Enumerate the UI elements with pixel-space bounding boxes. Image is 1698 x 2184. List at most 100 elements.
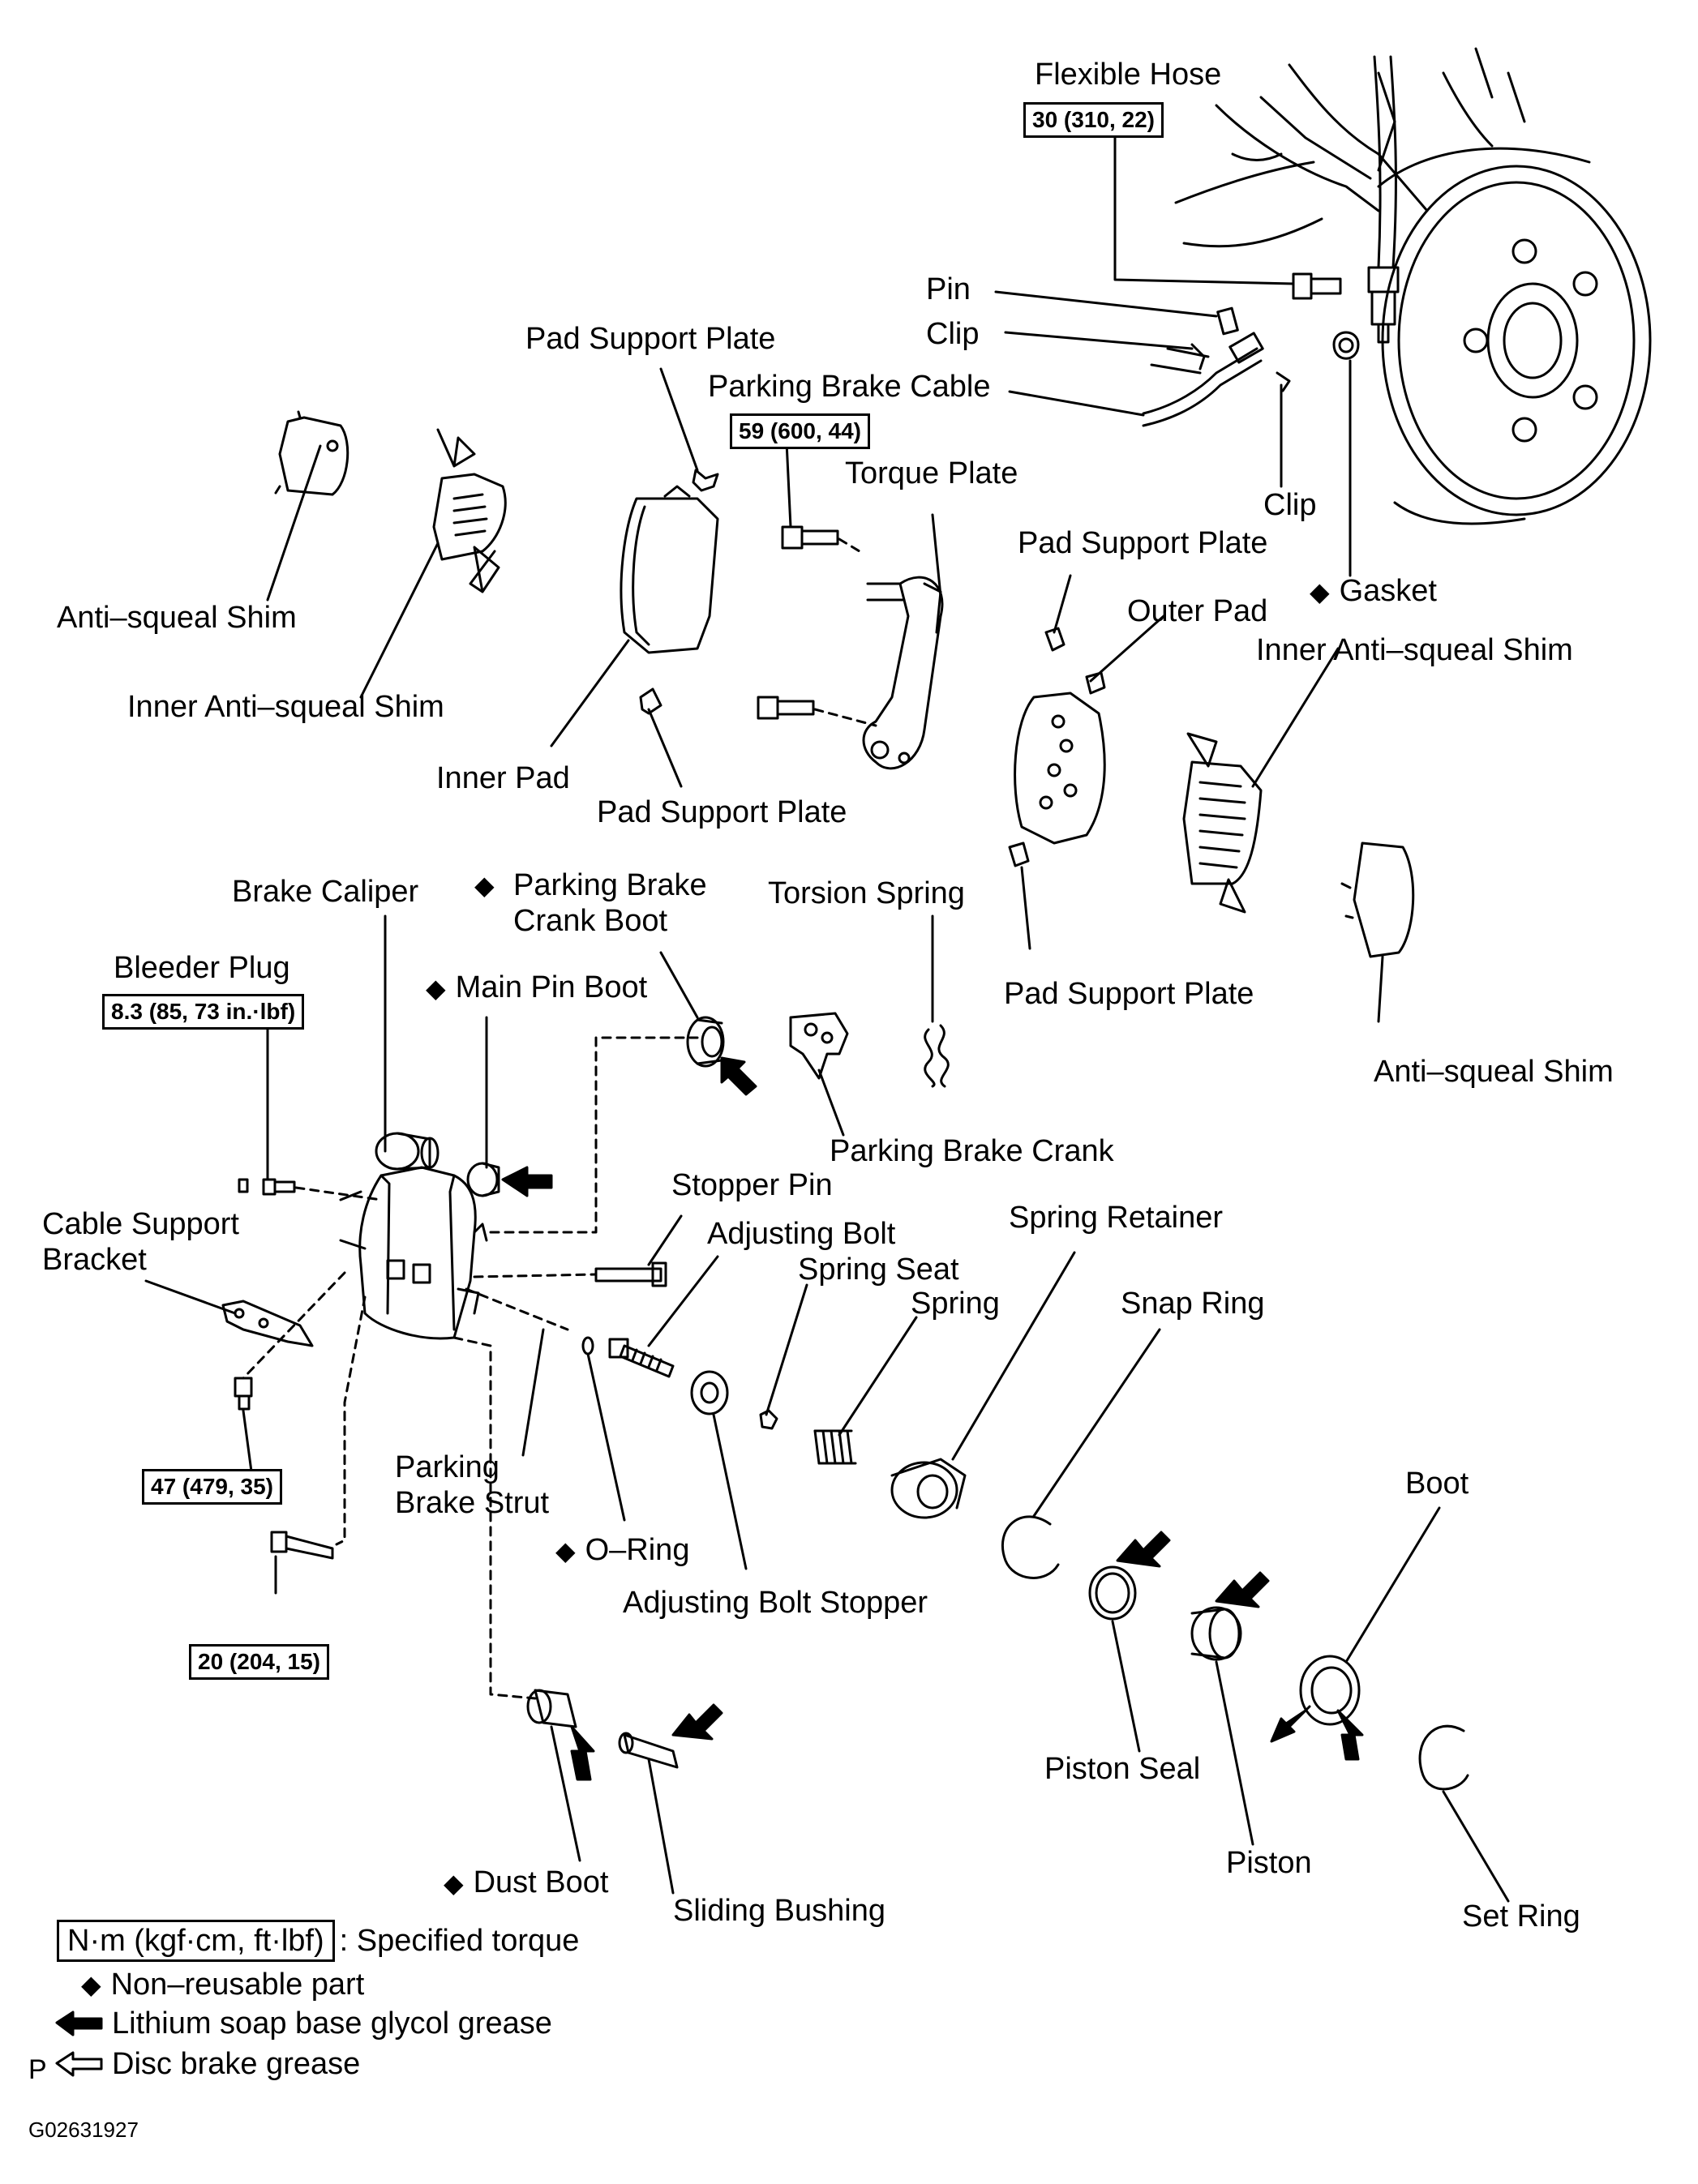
legend-lithium-text: Lithium soap base glycol grease <box>112 2006 552 2041</box>
stopper-pin-part <box>594 1261 667 1287</box>
union-bolt <box>1292 272 1342 300</box>
label-piston: Piston <box>1226 1846 1312 1880</box>
figure-code: G02631927 <box>28 2118 139 2142</box>
label-dust-boot: ◆ Dust Boot <box>444 1865 608 1901</box>
torque-flexible-hose: 30 (310, 22) <box>1023 102 1164 138</box>
disc-rotor <box>1377 147 1652 525</box>
inner-anti-squeal-shim-left-part <box>432 428 507 593</box>
label-bleeder-plug: Bleeder Plug <box>114 951 290 985</box>
torque-lower-bolt: 20 (204, 15) <box>189 1644 329 1680</box>
spring-retainer-part <box>890 1458 967 1519</box>
label-anti-squeal-shim-left: Anti–squeal Shim <box>57 601 297 635</box>
legend-nonreusable-text: Non–reusable part <box>110 1968 365 2002</box>
torque-torque-plate: 59 (600, 44) <box>730 413 870 449</box>
nonreusable-diamond-icon: ◆ <box>426 974 446 1003</box>
label-gasket: ◆Gasket <box>1310 573 1437 610</box>
label-o-ring: ◆ O–Ring <box>555 1532 689 1569</box>
label-spring-retainer: Spring Retainer <box>1009 1201 1224 1235</box>
nonreusable-diamond-icon: ◆ <box>81 1970 101 1999</box>
lower-bolt-part <box>270 1531 334 1560</box>
parking-brake-cable <box>1142 332 1264 427</box>
torque-plate-bolts <box>757 525 839 720</box>
legend-lithium: Lithium soap base glycol grease <box>112 2006 552 2041</box>
anti-squeal-shim-right-part <box>1340 841 1415 958</box>
piston-part <box>1190 1606 1242 1661</box>
label-torsion-spring: Torsion Spring <box>768 876 965 910</box>
outer-pad-part <box>1014 692 1106 845</box>
bracket-bolt-part <box>234 1377 253 1411</box>
label-cable-support-bracket: Cable Support Bracket <box>42 1207 239 1277</box>
label-main-pin-boot-text: Main Pin Boot <box>455 970 648 1004</box>
piston-seal-part <box>1088 1565 1137 1621</box>
label-set-ring: Set Ring <box>1462 1899 1580 1933</box>
label-parking-brake-cable: Parking Brake Cable <box>708 370 991 404</box>
label-spring-seat: Spring Seat <box>798 1253 959 1287</box>
inner-pad-part <box>620 485 719 654</box>
crank-boot-part <box>686 1016 725 1068</box>
leader-lines <box>144 96 1510 1903</box>
clip-parts <box>1190 343 1291 392</box>
label-inner-anti-squeal-shim-right: Inner Anti–squeal Shim <box>1256 633 1573 667</box>
legend-arrows <box>55 2011 103 2077</box>
label-pad-support-plate-top: Pad Support Plate <box>525 322 776 356</box>
label-spring: Spring <box>911 1287 1000 1321</box>
label-anti-squeal-shim-right: Anti–squeal Shim <box>1374 1055 1614 1089</box>
label-gasket-text: Gasket <box>1339 574 1437 608</box>
label-flexible-hose: Flexible Hose <box>1035 58 1222 92</box>
pin-part <box>1216 306 1239 336</box>
main-pin-boot-part <box>466 1162 500 1197</box>
legend-nonreusable: ◆ Non–reusable part <box>81 1967 364 2002</box>
page-marker: P <box>28 2054 47 2085</box>
label-inner-pad: Inner Pad <box>436 761 570 795</box>
legend-disc-text: Disc brake grease <box>112 2047 361 2081</box>
label-dust-boot-text: Dust Boot <box>473 1865 609 1899</box>
nonreusable-diamond-icon: ◆ <box>555 1536 576 1565</box>
pad-support-plate-top-part <box>692 469 719 492</box>
legend-torque-text: : Specified torque <box>339 1924 580 1958</box>
adjusting-bolt-stopper-part <box>690 1370 729 1415</box>
label-sliding-bushing: Sliding Bushing <box>673 1894 885 1928</box>
label-stopper-pin: Stopper Pin <box>671 1168 833 1202</box>
label-parking-brake-crank: Parking Brake Crank <box>830 1134 1114 1168</box>
label-o-ring-text: O–Ring <box>585 1533 690 1567</box>
torque-plate-part <box>862 576 944 770</box>
legend-torque-box: N·m (kgf·cm, ft·lbf) <box>57 1920 335 1962</box>
label-pin: Pin <box>926 272 971 306</box>
label-clip-top: Clip <box>926 317 980 351</box>
anti-squeal-shim-left-part <box>274 410 349 496</box>
dust-boot-part <box>526 1689 577 1728</box>
label-torque-plate: Torque Plate <box>845 456 1018 490</box>
torque-bracket-bolt: 47 (479, 35) <box>142 1469 282 1505</box>
gasket-part <box>1332 331 1360 360</box>
o-ring-part <box>581 1336 594 1355</box>
label-brake-caliper: Brake Caliper <box>232 875 419 909</box>
label-parking-brake-crank-boot: ◆ Parking Brake Crank Boot <box>474 867 707 939</box>
label-boot: Boot <box>1405 1467 1469 1501</box>
label-main-pin-boot: ◆ Main Pin Boot <box>426 970 647 1006</box>
torsion-spring-part <box>924 1024 950 1088</box>
pad-support-plate-bottom-part <box>639 687 662 715</box>
brake-caliper-part <box>339 1166 488 1340</box>
nonreusable-diamond-icon: ◆ <box>474 871 495 900</box>
label-inner-anti-squeal-shim-left: Inner Anti–squeal Shim <box>127 690 444 724</box>
label-piston-seal: Piston Seal <box>1044 1752 1201 1786</box>
grease-arrows <box>501 1056 1364 1781</box>
label-pad-support-plate-lower: Pad Support Plate <box>1004 977 1254 1011</box>
label-adjusting-bolt-stopper: Adjusting Bolt Stopper <box>623 1586 928 1620</box>
spring-part <box>813 1429 857 1465</box>
spring-seat-part <box>759 1409 778 1430</box>
adjusting-bolt-part <box>608 1338 675 1378</box>
label-pad-support-plate-right: Pad Support Plate <box>1018 526 1268 560</box>
label-parking-brake-strut: Parking Brake Strut <box>395 1450 550 1520</box>
legend-torque: N·m (kgf·cm, ft·lbf) : Specified torque <box>57 1920 579 1962</box>
label-parking-brake-crank-boot-text: Parking Brake Crank Boot <box>513 868 707 938</box>
legend-disc: Disc brake grease <box>112 2046 360 2082</box>
cable-support-bracket-part <box>221 1300 314 1347</box>
label-outer-pad: Outer Pad <box>1127 594 1268 628</box>
nonreusable-diamond-icon: ◆ <box>444 1869 464 1898</box>
assembly-lines <box>242 1036 699 1700</box>
snap-ring-part <box>1001 1515 1060 1579</box>
set-ring-part <box>1418 1724 1469 1791</box>
label-snap-ring: Snap Ring <box>1121 1287 1265 1321</box>
